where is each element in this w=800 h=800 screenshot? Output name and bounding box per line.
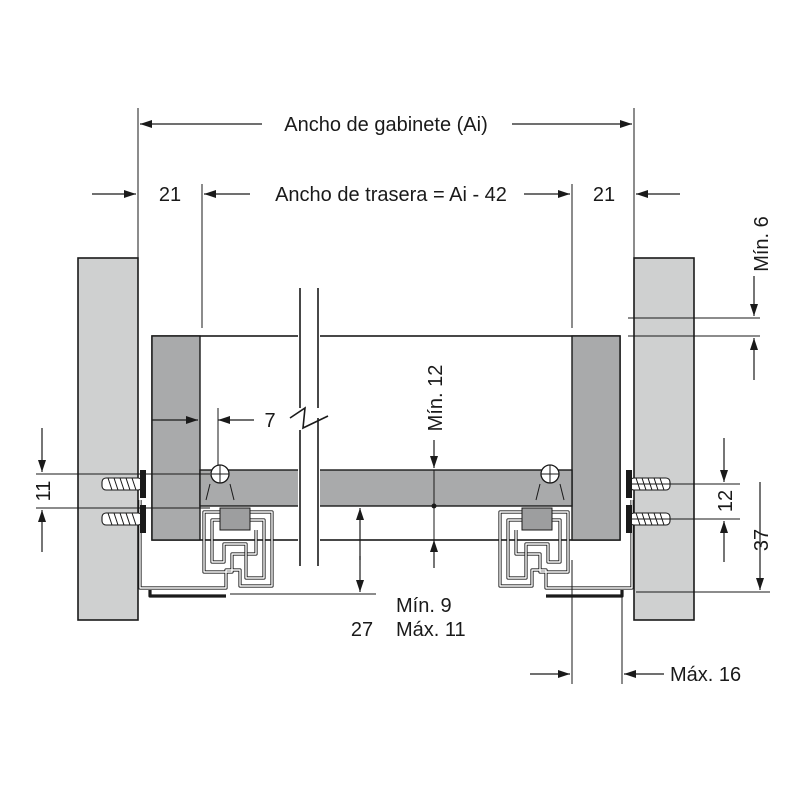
drawer-side-left [151,335,201,541]
slide-rail-left [138,500,274,598]
dim-min12: Mín. 12 [425,365,447,568]
dim-11: 11 [33,428,55,552]
dim-max16: Máx. 16 [530,664,741,686]
min6-label: Mín. 6 [751,216,773,272]
side-left-label: 21 [159,184,181,206]
rear-bracket-hole-right [535,464,565,501]
cabinet-width-label: Ancho de gabinete (Ai) [284,114,487,136]
break-symbol [289,282,329,572]
screw-left-upper [101,470,146,498]
dim-12-37: 12 37 [715,438,773,590]
extension-lines [36,108,770,684]
dim27-label: 27 [351,619,373,641]
drawer-bottom [199,469,573,507]
max16-label: Máx. 16 [670,664,741,686]
dim-min6: Mín. 6 [750,216,773,380]
cabinet-panel-left [77,257,139,621]
back-width-label: Ancho de trasera = Ai - 42 [275,184,507,206]
drawer-box [151,335,621,541]
min12-label: Mín. 12 [425,365,447,432]
slide-rail-right [498,500,634,598]
min9-label: Mín. 9 [396,595,452,617]
dim-cabinet-width: Ancho de gabinete (Ai) [140,114,632,136]
dim11-label: 11 [33,481,55,502]
drawer-side-right [571,335,621,541]
dim-27: 27 [351,508,373,641]
dim7-label: 7 [264,410,275,432]
dim-back-width: 21 Ancho de trasera = Ai - 42 21 [92,184,680,206]
max11-label: Máx. 11 [396,619,466,641]
side-right-label: 21 [593,184,615,206]
dim12-label: 12 [715,490,737,512]
dim-7: 7 [152,408,276,466]
dim37-label: 37 [751,529,773,551]
cabinet-panel-right [633,257,695,621]
rear-bracket-hole-left [205,464,235,501]
screw-left-lower [101,505,146,533]
